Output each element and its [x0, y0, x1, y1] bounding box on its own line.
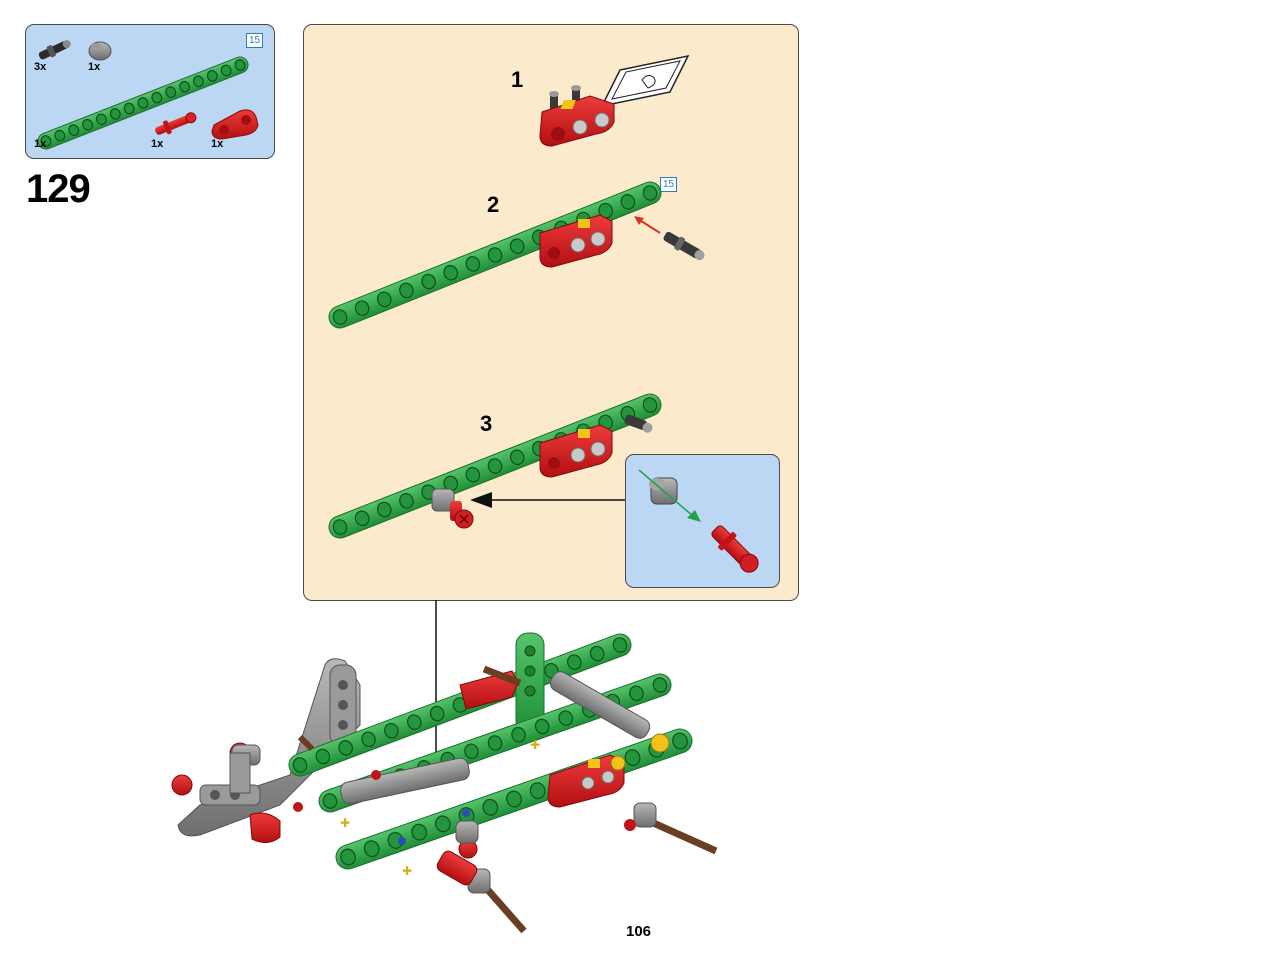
- beam-hole: [220, 64, 232, 77]
- beam-hole: [82, 118, 94, 131]
- beam-hole: [332, 519, 348, 535]
- green-beam: [328, 181, 662, 329]
- page-number: 106: [626, 923, 652, 940]
- beam-hole: [487, 247, 503, 263]
- beam-hole: [376, 501, 392, 518]
- substep-1-assembly: [539, 54, 690, 147]
- beam-hole: [234, 59, 246, 71]
- beam-hole: [443, 264, 459, 281]
- beam-hole: [487, 735, 503, 751]
- beam-hole: [338, 740, 353, 756]
- beam-hole: [68, 124, 80, 136]
- beam-hole: [411, 823, 428, 841]
- beam-hole: [629, 685, 644, 702]
- beam-hole: [511, 726, 526, 743]
- beam-hole: [292, 757, 308, 773]
- beam-hole: [434, 815, 451, 833]
- beam-hole: [376, 291, 392, 308]
- beam-hole: [421, 273, 436, 290]
- beam-hole: [642, 397, 658, 413]
- qty-bush: 1x: [88, 61, 101, 73]
- instruction-sheet-icon: [600, 54, 690, 108]
- substep-2-assembly: [328, 181, 705, 329]
- beam-hole: [443, 475, 459, 492]
- qty-red-axle-pin: 1x: [151, 138, 164, 150]
- beam-hole: [315, 748, 331, 765]
- substep-number-1: 1: [511, 67, 524, 92]
- beam-hole: [482, 798, 499, 816]
- beam-hole: [165, 86, 177, 98]
- parts-list-box: 3x 1x 15 1x 1x 1x: [25, 24, 275, 159]
- beam-hole: [109, 108, 121, 120]
- beam-hole: [399, 493, 414, 509]
- red-connector-on-beam: [539, 214, 613, 268]
- main-model-assembly: ✚ ✚ ✚: [171, 632, 718, 934]
- beam-hole: [652, 677, 668, 693]
- beam-hole: [407, 714, 422, 730]
- beam-hole: [509, 238, 525, 254]
- beam-hole: [354, 510, 370, 527]
- callout-assembly: [638, 469, 759, 573]
- substep-number-3: 3: [480, 411, 493, 436]
- red-connector-icon: [211, 109, 259, 140]
- svg-text:✚: ✚: [340, 816, 350, 830]
- grey-frame: [177, 658, 361, 837]
- beam-hole: [672, 732, 688, 750]
- beam-hole: [429, 705, 445, 722]
- svg-text:✚: ✚: [530, 738, 540, 752]
- red-axle-pin-icon: [155, 112, 197, 135]
- beam-hole: [465, 466, 481, 483]
- svg-text:✚: ✚: [402, 864, 412, 878]
- axle-pin-icon: [38, 40, 71, 60]
- beam-hole: [137, 97, 149, 109]
- beam-hole: [179, 80, 191, 93]
- green-beam: [328, 393, 662, 539]
- beam-hole: [95, 113, 107, 126]
- bush-icon: [88, 41, 112, 61]
- bush-and-red-pin: [431, 488, 474, 529]
- beam-hole: [612, 637, 628, 653]
- beam-hole: [464, 743, 479, 760]
- beam-hole: [354, 300, 370, 316]
- beam-hole: [192, 75, 204, 88]
- beam-hole: [487, 458, 503, 474]
- beam-hole: [589, 645, 605, 662]
- step-number: 129: [26, 167, 91, 211]
- beam-hole: [361, 731, 376, 748]
- beam-hole: [123, 102, 135, 115]
- beam-hole: [332, 309, 348, 325]
- beam-hole: [54, 129, 66, 142]
- green-beam-icon: [37, 56, 249, 150]
- beam-hole: [399, 282, 414, 299]
- beam-hole: [620, 194, 636, 210]
- substep-number-2: 2: [487, 192, 500, 217]
- beam-hole: [529, 782, 546, 800]
- red-connector-on-beam-3: [539, 424, 613, 478]
- beam-hole: [363, 840, 380, 858]
- beam-hole: [558, 710, 573, 726]
- beam-hole: [40, 135, 52, 147]
- qty-beam: 1x: [34, 138, 47, 150]
- beam-hole: [465, 256, 481, 272]
- beam-hole: [509, 449, 525, 466]
- substep-2-beam-length-badge: 15: [660, 177, 677, 192]
- green-beam: [37, 56, 249, 150]
- beam-hole: [598, 202, 614, 219]
- beam-hole: [322, 793, 338, 809]
- beam-hole: [567, 654, 582, 670]
- beam-hole: [506, 790, 522, 808]
- beam-hole: [340, 848, 356, 866]
- beam-hole: [384, 722, 399, 739]
- beam-length-badge: 15: [246, 33, 263, 48]
- substep-3-assembly: [328, 393, 662, 539]
- beam-hole: [642, 185, 658, 201]
- beam-hole: [534, 718, 550, 735]
- beam-hole: [624, 749, 641, 767]
- beam-hole: [206, 70, 218, 82]
- qty-axle-pin: 3x: [34, 61, 47, 73]
- qty-red-connector: 1x: [211, 138, 224, 150]
